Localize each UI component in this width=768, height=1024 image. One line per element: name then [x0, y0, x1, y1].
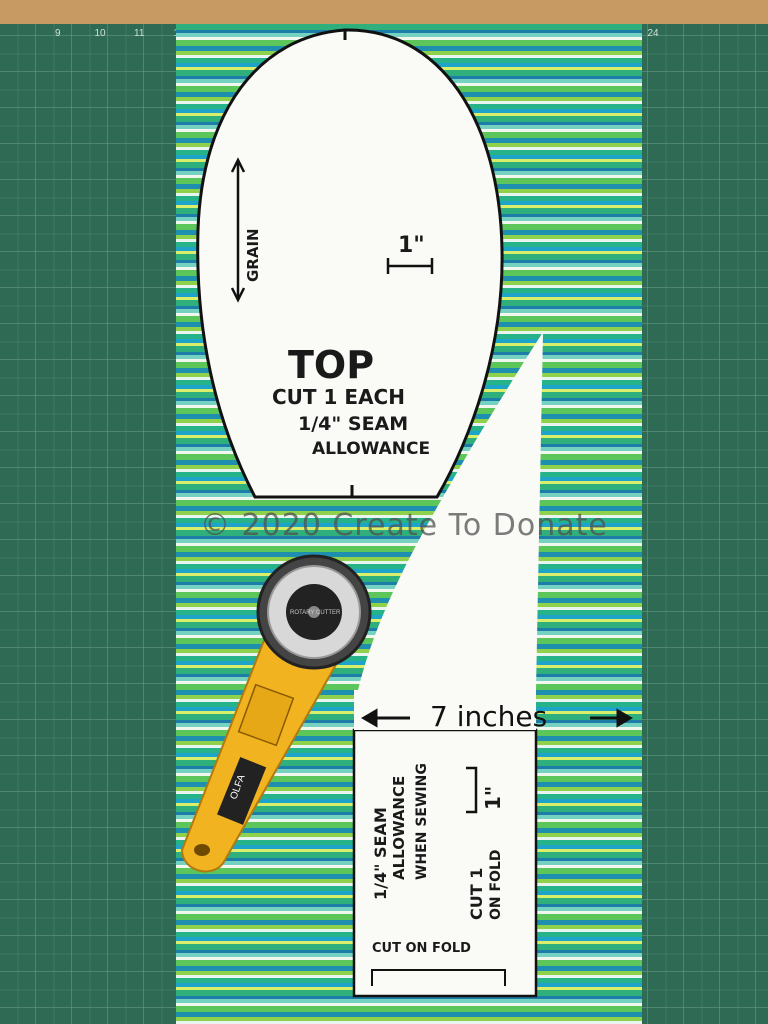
top-seam-2: ALLOWANCE [312, 439, 430, 459]
top-cut: CUT 1 EACH [272, 385, 405, 409]
watermark: © 2020 Create To Donate [200, 508, 608, 543]
bottom-cut2: ON FOLD [488, 850, 504, 921]
width-label: 7 inches [430, 700, 548, 733]
bottom-seam-c: WHEN SEWING [414, 763, 430, 880]
bottom-seam-b: ALLOWANCE [390, 776, 408, 880]
scale-label-bottom: 1" [481, 786, 505, 810]
bottom-cut1: CUT 1 [467, 868, 486, 920]
scale-marker-bottom [466, 766, 478, 814]
mat-number: 9 [55, 28, 61, 39]
cutter-blade-text: ROTARY CUTTER [290, 610, 341, 616]
grain-label: GRAIN [244, 228, 262, 282]
top-title: TOP [288, 343, 374, 387]
bottom-fold: CUT ON FOLD [372, 941, 471, 956]
bottom-pattern-piece [352, 728, 538, 998]
scale-label-top: 1" [398, 233, 425, 258]
wood-table [0, 0, 768, 24]
mat-number: 10 [95, 28, 107, 39]
mat-number: 11 [134, 28, 145, 39]
scale-marker-top [386, 258, 434, 274]
fold-arrow [371, 969, 506, 986]
bottom-seam-a: 1/4" SEAM [371, 807, 390, 900]
top-pattern-piece [196, 28, 504, 499]
mat-number: 24 [648, 28, 660, 39]
side-pattern-piece [358, 332, 543, 690]
width-arrows [361, 708, 633, 728]
grain-arrow [230, 157, 246, 303]
rotary-cutter: OLFA ROTARY CUTTER [180, 554, 372, 873]
top-seam: 1/4" SEAM [298, 413, 408, 435]
bottom-pattern-top-strip [354, 690, 536, 730]
